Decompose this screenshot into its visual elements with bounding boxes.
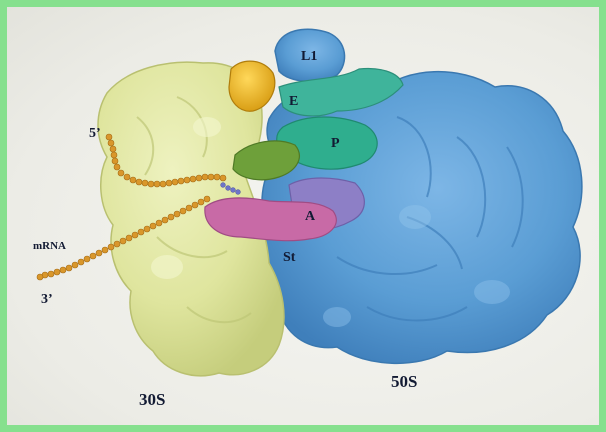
three-prime-label: 3’: [41, 293, 53, 307]
ribosome-illustration: [7, 7, 599, 425]
st-label: St: [283, 251, 295, 265]
a-site-trna: [205, 198, 336, 241]
30s-label: 30S: [139, 391, 165, 408]
e-site-label: E: [289, 95, 298, 109]
yellow-factor: [229, 61, 275, 111]
five-prime-label: 5’: [89, 127, 101, 141]
a-site-label: A: [305, 210, 315, 224]
50s-label: 50S: [391, 373, 417, 390]
mrna-label: mRNA: [33, 241, 66, 252]
l1-label: L1: [301, 50, 317, 64]
p-site-label: P: [331, 137, 340, 151]
